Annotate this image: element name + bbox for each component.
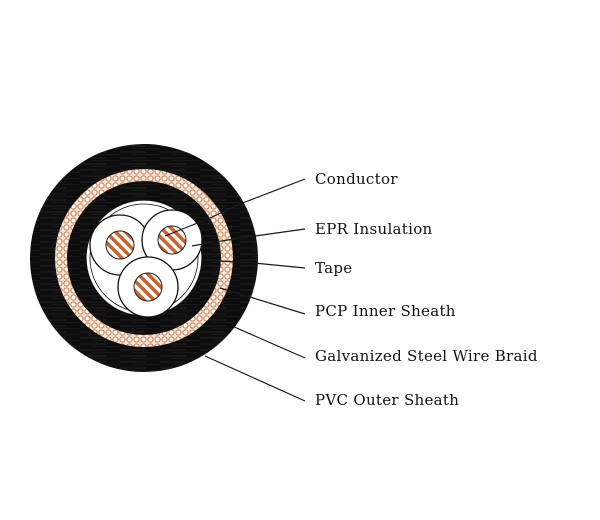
leader-line-pvc-outer-sheath (204, 355, 306, 402)
conductor-2 (157, 225, 187, 255)
label-galvanized-steel-wire-braid: Galvanized Steel Wire Braid (315, 347, 538, 365)
conductor-3 (133, 272, 163, 302)
conductor-1 (105, 230, 135, 260)
leader-lines (164, 178, 306, 402)
leader-line-pcp-inner-sheath (219, 287, 306, 315)
leader-line-epr-insulation (191, 228, 306, 247)
label-conductor: Conductor (315, 170, 398, 188)
leader-line-tape (202, 259, 306, 269)
leader-line-braid (231, 325, 306, 359)
leader-line-conductor (164, 178, 306, 237)
label-pcp-inner-sheath: PCP Inner Sheath (315, 302, 456, 320)
label-epr-insulation: EPR Insulation (315, 220, 433, 238)
label-pvc-outer-sheath: PVC Outer Sheath (315, 391, 459, 409)
label-tape: Tape (315, 259, 352, 277)
